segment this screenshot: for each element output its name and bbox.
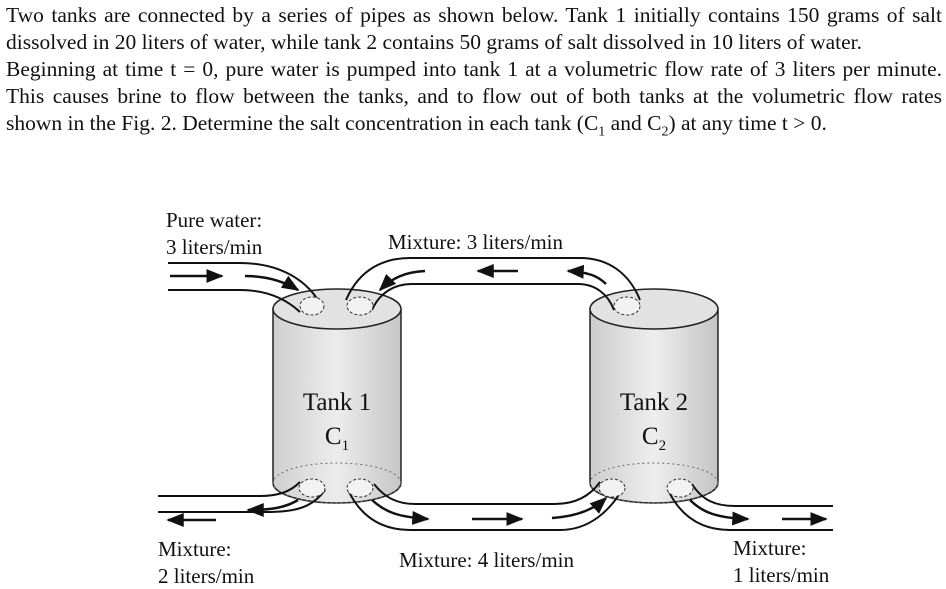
top-pipe-label: Mixture: 3 liters/min — [388, 230, 563, 254]
tank-2-concentration: C2 — [642, 423, 666, 454]
tank-1-symbol: C — [325, 423, 342, 450]
bottom-connecting-pipe — [346, 478, 626, 531]
tank-2-subscript: 2 — [659, 438, 667, 454]
tank-1-concentration: C1 — [325, 423, 349, 454]
top-connecting-pipe — [345, 257, 641, 316]
problem-statement: Two tanks are connected by a series of p… — [6, 2, 942, 145]
inlet-label-line-2: 3 liters/min — [166, 235, 263, 259]
outlet-pipe-tank-1 — [158, 478, 326, 527]
inlet-label-line-1: Pure water: — [166, 208, 262, 232]
problem-subscript-1: 1 — [598, 124, 606, 140]
problem-paragraph-2: Beginning at time t = 0, pure water is p… — [6, 56, 942, 145]
problem-subscript-2: 2 — [661, 124, 669, 140]
outlet-1-label-line-2: 2 liters/min — [158, 564, 255, 588]
tank-2-name: Tank 2 — [620, 389, 688, 416]
outlet-pipe-tank-2 — [666, 478, 833, 531]
tank-2-symbol: C — [642, 423, 659, 450]
problem-paragraph-2-text-b: and C — [605, 111, 662, 135]
bottom-pipe-label: Mixture: 4 liters/min — [399, 548, 574, 572]
inlet-pipe — [168, 262, 325, 316]
outlet-1-label-line-1: Mixture: — [158, 537, 232, 561]
tank-1-subscript: 1 — [342, 438, 350, 454]
outlet-2-label-line-1: Mixture: — [733, 536, 807, 560]
problem-paragraph-2-text-a: Beginning at time t = 0, pure water is p… — [6, 57, 942, 135]
tank-1-name: Tank 1 — [303, 389, 371, 416]
problem-paragraph-2-text-c: ) at any time t > 0. — [668, 111, 827, 135]
problem-paragraph-1: Two tanks are connected by a series of p… — [6, 3, 942, 54]
outlet-2-label-line-2: 1 liters/min — [733, 563, 830, 587]
